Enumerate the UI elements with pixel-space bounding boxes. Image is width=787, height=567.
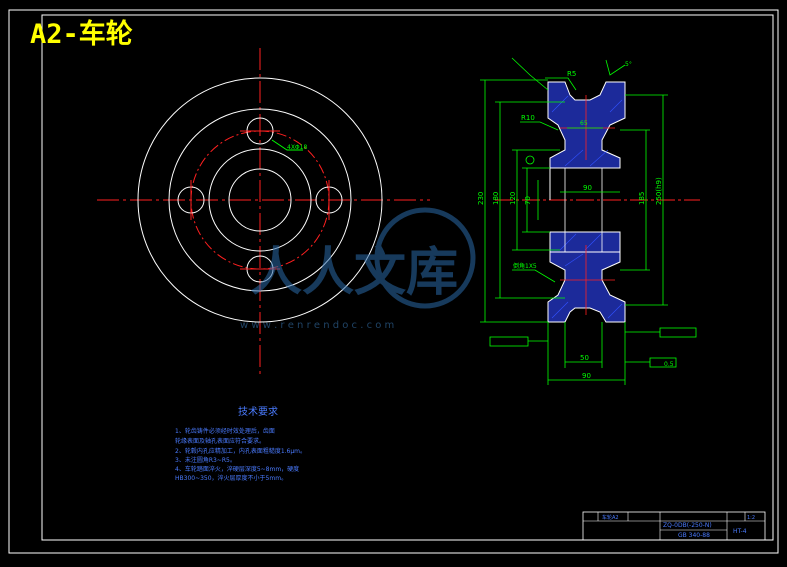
hub-section bbox=[549, 231, 621, 253]
standard-number: GB 340-88 bbox=[678, 532, 710, 539]
dim-230: 230 bbox=[477, 192, 485, 205]
tech-requirements: 技术要求 1、轮齿铸件必须经时效处理后，齿面 轮缘表面及轴孔表面应符合要求。 2… bbox=[175, 405, 306, 482]
part-name: 车轮A2 bbox=[602, 514, 619, 521]
tech-heading: 技术要求 bbox=[238, 405, 278, 418]
watermark-text: 人人文库 bbox=[250, 243, 458, 303]
tolerance-value: 0.5 bbox=[664, 361, 674, 368]
hatching bbox=[551, 95, 623, 319]
drawing-number: ZQ-0DB(-250-N) bbox=[663, 522, 712, 529]
datum-a-marker bbox=[525, 155, 535, 165]
inner-frame bbox=[41, 14, 774, 541]
r5-leader bbox=[545, 77, 577, 91]
r10-leader bbox=[520, 121, 559, 131]
dim-185: 185 bbox=[638, 192, 646, 205]
label-r10: R10 bbox=[521, 114, 535, 122]
dim-90-bottom: 90 bbox=[582, 372, 591, 380]
right-dims bbox=[620, 94, 668, 306]
drawing-title: A2-车轮 bbox=[30, 19, 133, 50]
outer-frame bbox=[8, 9, 779, 554]
rim-inner-circle bbox=[168, 108, 352, 292]
tech-line-6: HB300~350，淬火层厚度不小于5mm。 bbox=[175, 474, 287, 482]
tech-line-5: 4、车轮踏面淬火，淬硬层深度5~8mm，硬度 bbox=[175, 465, 299, 473]
material: HT-4 bbox=[733, 528, 747, 535]
dim-70: 70 bbox=[524, 196, 532, 205]
rim-section-bottom bbox=[547, 251, 626, 323]
front-view: 4XΦ18 bbox=[97, 48, 430, 375]
left-dims bbox=[480, 79, 565, 323]
label-chamfer: 倒角1X5 bbox=[513, 262, 537, 270]
rim-outer-circle bbox=[137, 77, 383, 323]
chamfer-leader bbox=[512, 269, 556, 283]
dim-250: 250(h9) bbox=[655, 177, 663, 205]
bore-circle bbox=[228, 168, 292, 232]
dim-65: 65 bbox=[580, 120, 588, 127]
bottom-dims bbox=[489, 322, 697, 385]
tech-line-4: 3、未注圆角R3~R5。 bbox=[175, 456, 236, 464]
rim-section-top bbox=[547, 81, 626, 169]
scale: 1:2 bbox=[747, 515, 755, 521]
label-r5: R5 bbox=[567, 70, 576, 78]
roughness-symbol bbox=[605, 59, 626, 76]
title-block: ZQ-0DB(-250-N) GB 340-88 车轮A2 1:2 HT-4 bbox=[582, 511, 766, 541]
tech-line-1: 1、轮齿铸件必须经时效处理后，齿面 bbox=[175, 427, 275, 435]
top-leader bbox=[511, 57, 549, 91]
dim-120: 120 bbox=[509, 192, 517, 205]
section-view: 230 180 120 70 250(h9) 185 90 65 R5 bbox=[477, 57, 700, 385]
dim-90-top: 90 bbox=[583, 184, 592, 192]
title-block-frame bbox=[582, 511, 766, 541]
label-angle: 5° bbox=[625, 61, 632, 68]
watermark-url: w w w . r e n r e n d o c . c o m bbox=[240, 320, 394, 331]
watermark-logo-ring bbox=[374, 207, 476, 309]
tech-line-2: 轮缘表面及轴孔表面应符合要求。 bbox=[175, 437, 265, 445]
tech-line-3: 2、轮毂内孔应精加工，内孔表面粗糙度1.6μm。 bbox=[175, 447, 306, 455]
holes-label: 4XΦ18 bbox=[287, 144, 307, 151]
dim-50: 50 bbox=[580, 354, 589, 362]
hub-outer-circle bbox=[208, 148, 312, 252]
holes-leader bbox=[271, 139, 303, 151]
watermark: 人人文库 w w w . r e n r e n d o c . c o m bbox=[240, 207, 476, 331]
dim-180: 180 bbox=[492, 192, 500, 205]
